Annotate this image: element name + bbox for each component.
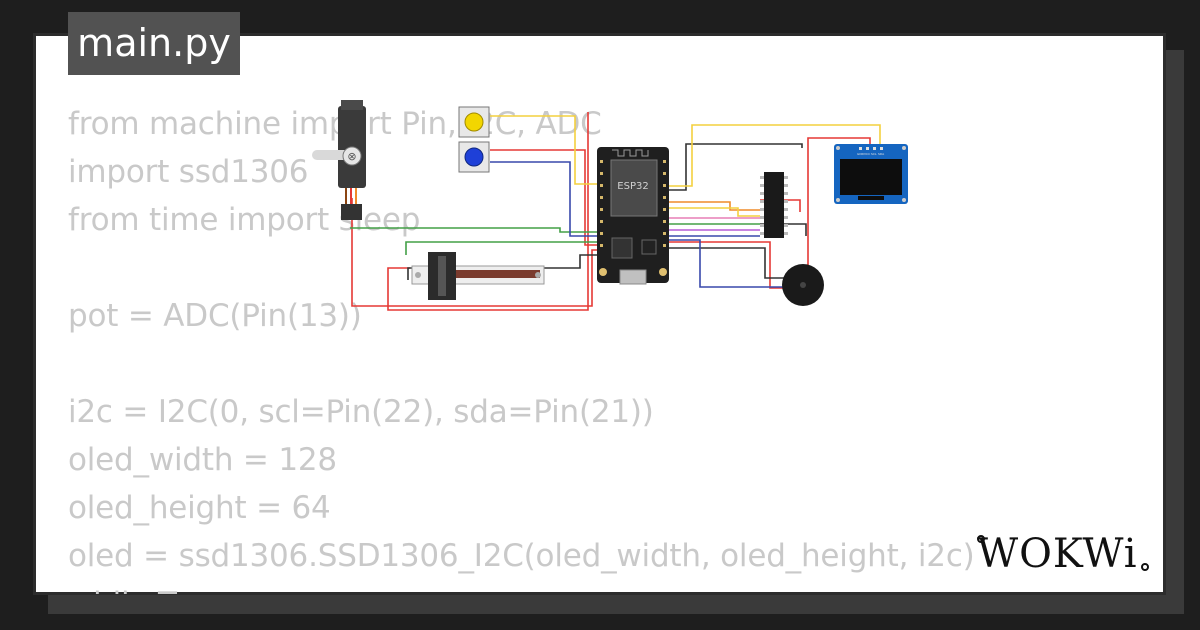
wire-green <box>405 241 600 255</box>
code-line: from machine import Pin, I2C, ADC <box>68 106 602 142</box>
oled-pin-label: SCL <box>871 152 877 156</box>
servo-motor[interactable]: ⊗ <box>312 100 366 220</box>
oled-pin-label: SDA <box>878 152 885 156</box>
wire-blue <box>490 161 600 237</box>
wire-black <box>668 143 803 191</box>
wire-black <box>668 247 790 279</box>
wire-red <box>387 112 589 311</box>
wire-black <box>407 254 600 280</box>
wire-red <box>351 198 600 307</box>
slide-potentiometer[interactable] <box>411 252 545 300</box>
wire-orange <box>668 201 760 211</box>
oled-display[interactable]: GND VCC SCL SDA <box>834 144 908 204</box>
oled-pin-label: GND <box>857 152 865 156</box>
code-editor[interactable]: from machine import Pin, I2C, ADC import… <box>68 100 1148 594</box>
esp32-board[interactable]: ESP32 <box>597 147 669 285</box>
code-line: oled_width = 128 <box>68 442 337 478</box>
wokwi-logo: WOKWi <box>977 531 1149 577</box>
code-line: oled = ssd1306.SSD1306_I2C(oled_width, o… <box>68 538 975 574</box>
wokwi-logo-text: WOKWi <box>977 531 1138 577</box>
pushbutton-blue[interactable] <box>458 141 490 173</box>
wire-yellow <box>668 207 760 217</box>
esp32-label: ESP32 <box>617 181 648 192</box>
file-name-tab[interactable]: main.py <box>68 12 240 75</box>
code-line: while True: <box>68 580 1148 594</box>
wire-red <box>490 149 600 246</box>
buzzer[interactable] <box>782 264 824 306</box>
oled-pin-label: VCC <box>864 152 870 156</box>
ic-chip[interactable] <box>760 172 788 238</box>
code-line: i2c = I2C(0, scl=Pin(22), sda=Pin(21)) <box>68 394 654 430</box>
code-line: pot = ADC(Pin(13)) <box>68 298 362 334</box>
code-line: oled_height = 64 <box>68 490 331 526</box>
code-line: import ssd1306 <box>68 154 309 190</box>
pushbutton-yellow[interactable] <box>458 106 490 138</box>
preview-card <box>33 33 1166 595</box>
wire-green <box>350 227 600 233</box>
wire-yellow <box>490 115 600 185</box>
wire-yellow <box>668 124 881 187</box>
wire-blue <box>668 239 788 288</box>
servo-horn-icon: ⊗ <box>347 150 356 163</box>
